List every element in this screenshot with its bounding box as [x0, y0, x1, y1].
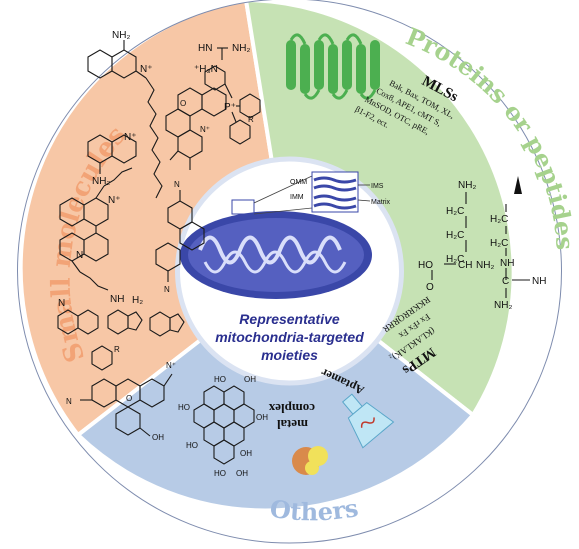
center-title-line-2: mitochondria-targeted — [215, 329, 364, 345]
r-label-1: R — [248, 115, 254, 124]
small-molecule-structures: NH₂ N⁺ N⁺ NH₂ HN NH₂ ⁺H₃N O N⁺ — [57, 30, 261, 442]
hn-label: HN — [198, 43, 212, 54]
ho-label-1: HO — [418, 260, 433, 271]
nh2-label-1: NH₂ — [112, 30, 130, 41]
oh-label-2: OH — [244, 375, 256, 384]
cyanine-structure — [59, 167, 133, 291]
guanidinium-structure — [217, 47, 228, 60]
n-label-1: N — [76, 250, 83, 261]
h2c-label-5: H₂C — [490, 238, 508, 249]
nplus-label-5: N — [58, 298, 65, 309]
ho-label-4: HO — [186, 441, 198, 450]
c-label: C — [502, 276, 509, 287]
h2c-label-3: H₂C — [446, 254, 464, 265]
n-label-3: N — [164, 285, 170, 294]
graphene-quantum-dot-structure — [193, 385, 255, 465]
benzothiophene-structure — [149, 311, 185, 337]
ho-label-3: HO — [178, 403, 190, 412]
mitochondrion-icon — [180, 199, 372, 299]
phosphonium-structure — [204, 65, 261, 145]
metal-complex-icon — [292, 446, 328, 475]
h2c-label-2: H₂C — [446, 230, 464, 241]
indolium-structure — [107, 309, 143, 335]
nplus-label-3: N⁺ — [200, 125, 210, 134]
others-segment — [74, 268, 476, 513]
outer-ring-border — [17, 0, 562, 544]
ho-label-2: HO — [214, 375, 226, 384]
nh2-label-4: NH₂ — [458, 180, 476, 191]
aminoquinolinium-structure — [87, 40, 163, 199]
nh2-label-2: NH₂ — [92, 176, 110, 187]
aptamer-flask-icon — [341, 393, 395, 449]
oh-label-3: OH — [256, 413, 268, 422]
nh-label-4: NH — [532, 276, 546, 287]
arginine-structure — [431, 176, 530, 298]
pyridinium-structure — [91, 345, 113, 371]
rhodamine-structure — [80, 373, 173, 437]
nplus-label-6: N⁺ — [166, 361, 176, 370]
h2c-label-4: H₂C — [490, 214, 508, 225]
nplus-label-4: N⁺ — [108, 195, 121, 206]
metal-label: metal — [277, 417, 308, 432]
complex-label: complex — [268, 401, 315, 416]
h2-label: H₂ — [132, 295, 143, 306]
oh-label-5: OH — [236, 469, 248, 478]
h2c-label-1: H₂C — [446, 206, 464, 217]
membrane-inset — [253, 171, 371, 215]
h3n-label: ⁺H₃N — [194, 64, 218, 75]
o-label-1: O — [180, 99, 186, 108]
oh-label-1: OH — [152, 433, 164, 442]
r-label-2: R — [114, 345, 120, 354]
others-title: Others — [268, 493, 360, 526]
nplus-label-2: N⁺ — [124, 132, 137, 143]
pplus-label: P⁺ — [224, 102, 236, 113]
aminoquinolinium-structure-2 — [87, 134, 137, 174]
ho-label-5: HO — [214, 469, 226, 478]
nh-label-3: NH — [500, 258, 514, 269]
nh2-label-5: NH₂ — [476, 260, 494, 271]
helix-bundle-icon — [286, 33, 380, 100]
ch-label: CH — [458, 260, 472, 271]
n-label-2: N — [174, 180, 180, 189]
o-label-2: O — [126, 394, 132, 403]
o-label-3: O — [426, 282, 434, 293]
small-molecules-segment — [18, 0, 292, 438]
ims-label: IMS — [371, 183, 384, 190]
berberine-structure — [165, 87, 227, 170]
nh-label-2: NH — [110, 294, 124, 305]
oh-label-4: OH — [240, 449, 252, 458]
nh2-label-6: NH₂ — [494, 300, 512, 311]
nplus-label-1: N⁺ — [140, 64, 153, 75]
nh2-label-3: NH₂ — [232, 43, 250, 54]
imm-label: IMM — [290, 194, 304, 201]
omm-label: OMM — [290, 179, 307, 186]
matrix-label: Matrix — [371, 199, 391, 206]
center-title-line-1: Representative — [239, 311, 340, 327]
acridine-structure — [155, 190, 205, 282]
isoquinolinium-structure — [57, 309, 99, 335]
n-label-4: N — [66, 397, 72, 406]
center-title-line-3: moieties — [261, 347, 318, 363]
